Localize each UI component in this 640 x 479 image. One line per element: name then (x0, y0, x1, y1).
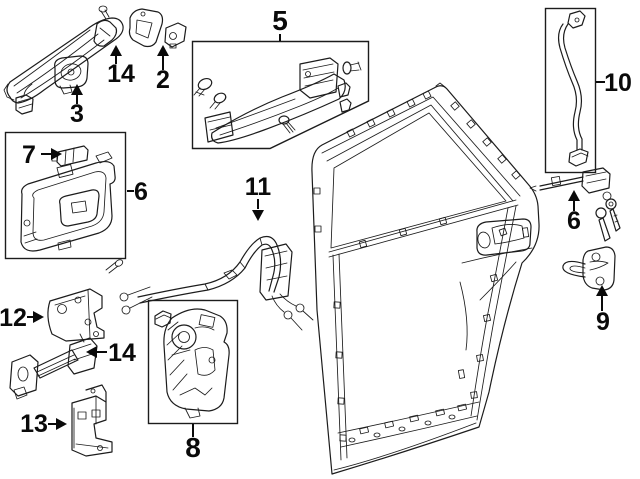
callout-label-7[interactable]: 7 (22, 141, 36, 169)
callout-label-8[interactable]: 8 (185, 432, 201, 463)
callout-label-14-top[interactable]: 14 (107, 60, 135, 88)
callout-label-12[interactable]: 12 (0, 304, 27, 332)
frame-clips (313, 90, 521, 442)
handle-bracket-drawing[interactable] (54, 55, 89, 95)
callout-label-5[interactable]: 5 (272, 5, 288, 36)
callout-arrows (27, 34, 608, 437)
lock-cables-drawing[interactable] (105, 235, 314, 331)
lock-rod-box[interactable] (544, 7, 597, 174)
handle-base-gasket-drawing[interactable] (93, 5, 118, 47)
callout-label-13[interactable]: 13 (20, 410, 48, 438)
upper-hinge-drawing[interactable] (47, 288, 105, 342)
inner-handle-assembly-box[interactable] (4, 131, 127, 260)
callout-label-3[interactable]: 3 (70, 100, 84, 128)
handle-clip-drawing[interactable] (164, 22, 187, 49)
striker-drawing[interactable] (562, 246, 616, 291)
handle-base-assembly-box[interactable] (191, 40, 370, 150)
sill-holes (348, 403, 467, 443)
door-latch-box[interactable] (147, 299, 239, 425)
callout-label-6-right[interactable]: 6 (567, 207, 581, 235)
door-handle-cutout (461, 218, 533, 264)
callout-label-11[interactable]: 11 (245, 173, 272, 201)
outer-handle-drawing[interactable] (3, 17, 124, 115)
callout-label-6-left[interactable]: 6 (134, 178, 148, 206)
rear-door-panel-drawing (311, 82, 540, 475)
callout-label-10[interactable]: 10 (604, 69, 632, 97)
handle-cover-drawing[interactable] (128, 8, 164, 48)
door-check-drawing[interactable] (9, 333, 98, 400)
callout-label-2[interactable]: 2 (156, 66, 170, 94)
lock-cylinder-drawing[interactable] (529, 167, 621, 242)
lower-hinge-drawing[interactable] (71, 384, 113, 457)
callout-label-9[interactable]: 9 (596, 308, 610, 336)
callout-label-14-bottom[interactable]: 14 (108, 339, 136, 367)
